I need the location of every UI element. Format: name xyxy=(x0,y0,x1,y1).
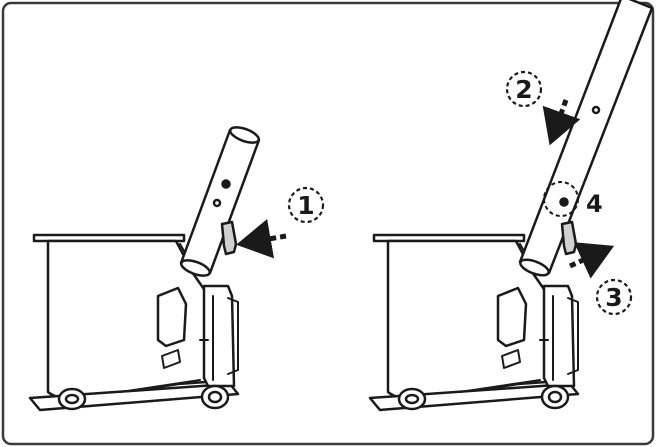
step-2-callout: 2 xyxy=(505,70,543,108)
step-1-callout: 1 xyxy=(287,186,325,224)
right-wheel-front xyxy=(397,387,427,411)
left-wheel-front xyxy=(57,387,87,411)
right-handle-slot xyxy=(496,286,528,348)
left-wheel-back xyxy=(200,384,230,410)
step-3-callout: 3 xyxy=(595,278,633,316)
left-panel xyxy=(28,126,261,412)
hole-callout-circle xyxy=(543,181,579,217)
arrow-push-button xyxy=(236,218,287,259)
step-2-number: 2 xyxy=(515,75,532,104)
step-1-number: 1 xyxy=(297,191,314,220)
step-4-number: 4 xyxy=(586,190,603,218)
left-handle-slot xyxy=(156,286,188,348)
right-release-button xyxy=(560,220,578,256)
arrow-slide-handle-down xyxy=(542,99,581,146)
left-side-frame xyxy=(202,284,236,388)
right-wheel-back xyxy=(540,384,570,410)
arrow-release-button xyxy=(568,242,615,279)
right-panel xyxy=(368,0,654,412)
step-3-number: 3 xyxy=(605,283,622,312)
right-side-frame xyxy=(542,284,576,388)
left-release-button xyxy=(220,220,238,256)
